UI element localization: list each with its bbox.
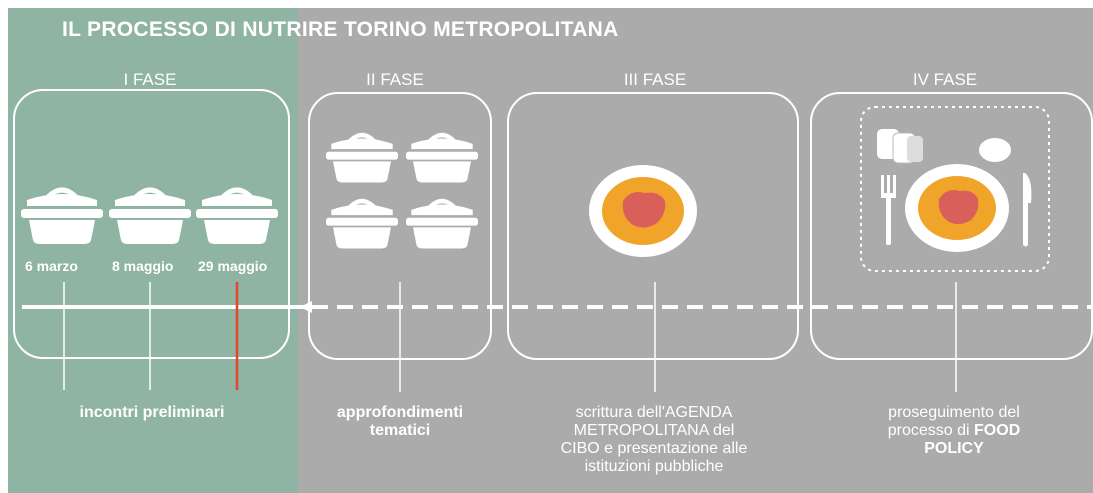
timeline-arrowhead-icon xyxy=(300,301,312,313)
pot-icon xyxy=(326,132,398,183)
pot-icon xyxy=(21,187,103,244)
pot-icon xyxy=(326,198,398,249)
date-8-maggio: 8 maggio xyxy=(112,258,174,274)
egg-icon xyxy=(979,138,1011,162)
date-29-maggio: 29 maggio xyxy=(198,258,268,274)
phase2-caption: approfondimenti tematici xyxy=(336,404,464,439)
pot-icon xyxy=(196,187,278,244)
fork-icon xyxy=(881,175,896,245)
bread-icon xyxy=(877,129,923,164)
phase3-title: III FASE xyxy=(623,70,687,89)
date-6-marzo: 6 marzo xyxy=(25,258,78,274)
pot-icon xyxy=(109,187,191,244)
knife-icon xyxy=(1023,173,1032,247)
phase4-title: IV FASE xyxy=(912,70,978,89)
torino-map-icon xyxy=(938,190,979,225)
phase1-box xyxy=(13,89,290,359)
plate-icon xyxy=(905,164,1009,252)
phase3-box xyxy=(507,92,799,360)
pot-icon xyxy=(406,132,478,183)
plate-icon xyxy=(589,165,697,257)
phase2-title: II FASE xyxy=(366,70,424,89)
pot-icon xyxy=(406,198,478,249)
phase4-caption: proseguimento del processo di FOOD POLIC… xyxy=(887,404,1021,457)
phase4-box xyxy=(810,92,1093,360)
phase1-background xyxy=(8,8,298,493)
placemat-icon xyxy=(860,106,1050,272)
phase3-caption: scrittura dell'AGENDA METROPOLITANA del … xyxy=(560,404,748,475)
main-title: IL PROCESSO DI NUTRIRE TORINO METROPOLIT… xyxy=(62,18,619,41)
phase1-title: I FASE xyxy=(123,70,177,89)
torino-map-icon xyxy=(622,192,666,228)
table-setting-icon xyxy=(860,106,1050,272)
phase1-caption: incontri preliminari xyxy=(79,404,225,421)
